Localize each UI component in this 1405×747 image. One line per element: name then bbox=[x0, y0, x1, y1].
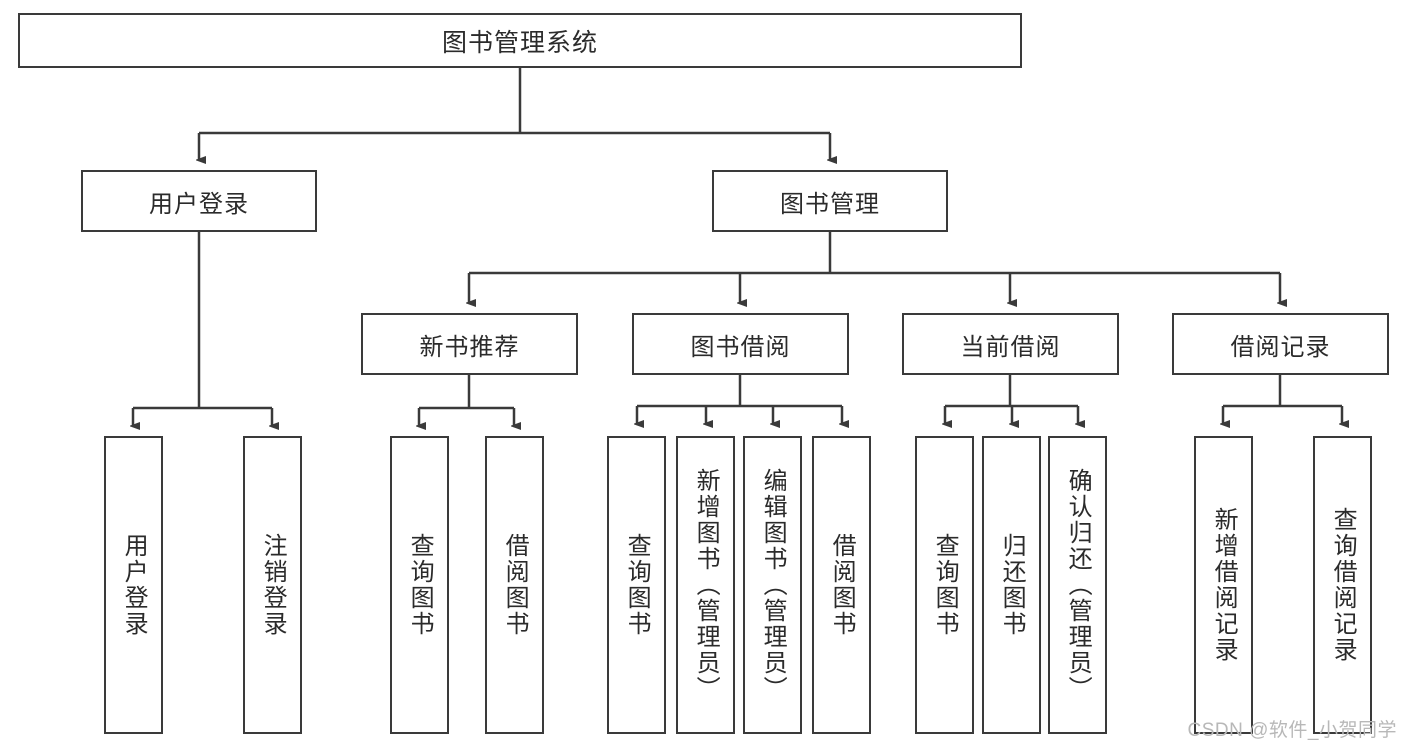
node-label: 图书管理系统 bbox=[441, 28, 598, 57]
node-label: 查询图书 bbox=[623, 533, 651, 637]
node-label: 查询图书 bbox=[931, 533, 959, 637]
node-label: 注销登录 bbox=[259, 533, 287, 637]
node-label: 归还图书 bbox=[998, 533, 1026, 637]
node-label: 图书借阅 bbox=[690, 333, 791, 361]
node-leaf-logout[interactable]: 注销登录 bbox=[243, 436, 302, 734]
node-leaf-edit-book-admin[interactable]: 编辑图书（管理员） bbox=[743, 436, 802, 734]
node-label: 编辑图书（管理员） bbox=[759, 468, 787, 702]
node-label: 借阅图书 bbox=[828, 533, 856, 637]
node-leaf-query-book-current[interactable]: 查询图书 bbox=[915, 436, 974, 734]
node-borrow-record[interactable]: 借阅记录 bbox=[1172, 313, 1389, 375]
node-leaf-return-book[interactable]: 归还图书 bbox=[982, 436, 1041, 734]
node-new-book-recommend[interactable]: 新书推荐 bbox=[361, 313, 578, 375]
node-label: 当前借阅 bbox=[960, 333, 1061, 361]
node-leaf-add-borrow-record[interactable]: 新增借阅记录 bbox=[1194, 436, 1253, 734]
watermark-text: CSDN @软件_小贺同学 bbox=[1187, 720, 1397, 741]
node-leaf-confirm-return-admin[interactable]: 确认归还（管理员） bbox=[1048, 436, 1107, 734]
node-label: 借阅记录 bbox=[1230, 333, 1331, 361]
node-label: 用户登录 bbox=[120, 533, 148, 637]
node-current-borrow[interactable]: 当前借阅 bbox=[902, 313, 1119, 375]
node-label: 新书推荐 bbox=[419, 333, 520, 361]
node-book-management[interactable]: 图书管理 bbox=[712, 170, 948, 232]
node-label: 确认归还（管理员） bbox=[1064, 468, 1092, 702]
node-label: 查询图书 bbox=[406, 533, 434, 637]
node-leaf-query-book-recommend[interactable]: 查询图书 bbox=[390, 436, 449, 734]
node-label: 新增图书（管理员） bbox=[692, 468, 720, 702]
node-label: 用户登录 bbox=[149, 190, 249, 218]
node-user-login[interactable]: 用户登录 bbox=[81, 170, 317, 232]
node-label: 借阅图书 bbox=[501, 533, 529, 637]
node-label: 查询借阅记录 bbox=[1329, 507, 1357, 663]
node-leaf-borrow-book[interactable]: 借阅图书 bbox=[812, 436, 871, 734]
node-leaf-add-book-admin[interactable]: 新增图书（管理员） bbox=[676, 436, 735, 734]
node-leaf-query-borrow-record[interactable]: 查询借阅记录 bbox=[1313, 436, 1372, 734]
node-leaf-user-login[interactable]: 用户登录 bbox=[104, 436, 163, 734]
node-book-borrow[interactable]: 图书借阅 bbox=[632, 313, 849, 375]
node-leaf-borrow-book-recommend[interactable]: 借阅图书 bbox=[485, 436, 544, 734]
node-label: 图书管理 bbox=[780, 190, 880, 218]
node-label: 新增借阅记录 bbox=[1210, 507, 1238, 663]
node-root-system[interactable]: 图书管理系统 bbox=[18, 13, 1022, 68]
node-leaf-query-book-borrow[interactable]: 查询图书 bbox=[607, 436, 666, 734]
